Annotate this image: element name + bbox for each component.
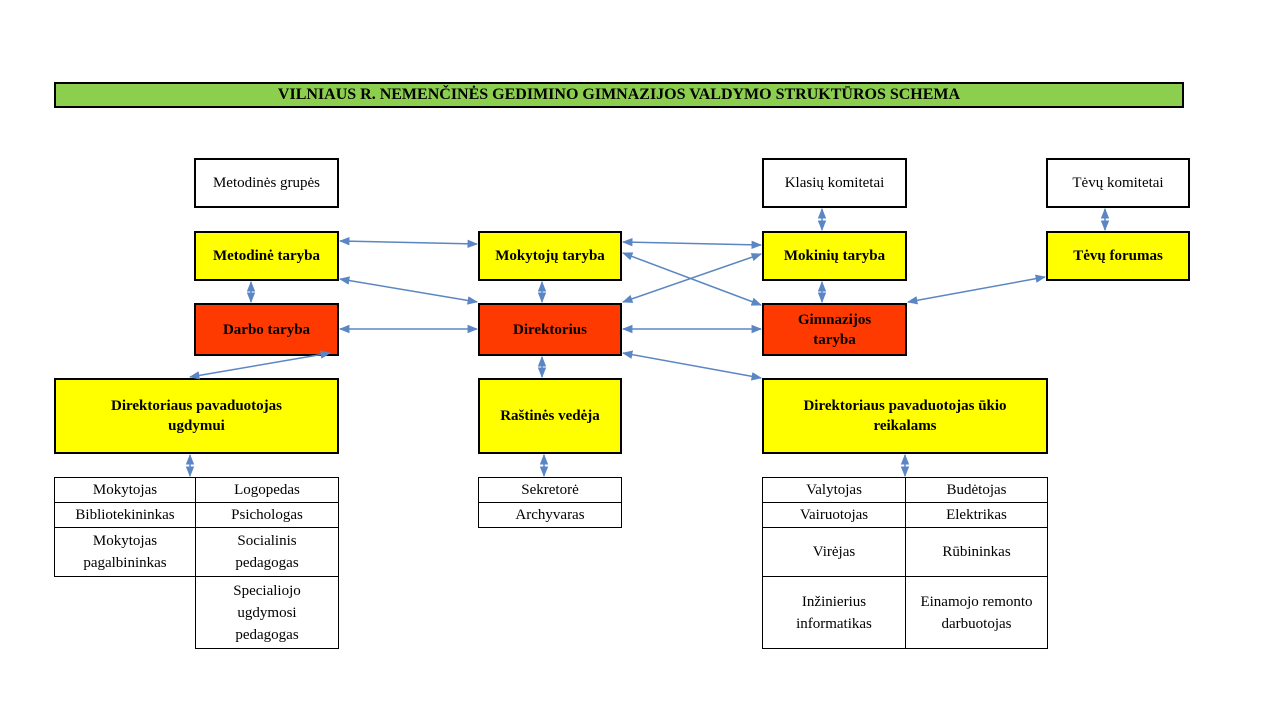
staff-socialinis-pedagogas: Socialinis pedagogas [195, 527, 339, 577]
staff-bibliotekininkas: Bibliotekininkas [54, 502, 196, 528]
node-klasiu-komitetai: Klasių komitetai [762, 158, 907, 208]
arrow-mokytoju-mokiniu [621, 238, 763, 249]
staff-archyvaras: Archyvaras [478, 502, 622, 528]
arrow-mokiniu-direktorius [622, 253, 762, 303]
arrow-darbo-pav-ugdymui [188, 350, 332, 380]
staff-mokytojas: Mokytojas [54, 477, 196, 503]
node-darbo-taryba: Darbo taryba [194, 303, 339, 356]
node-direktorius: Direktorius [478, 303, 622, 356]
staff-mokytojas-pagalbininkas: Mokytojas pagalbininkas [54, 527, 196, 577]
node-metodine-taryba: Metodinė taryba [194, 231, 339, 281]
staff-sekretore: Sekretorė [478, 477, 622, 503]
node-mokytoju-taryba: Mokytojų taryba [478, 231, 622, 281]
staff-rubininkas: Rūbininkas [905, 527, 1048, 577]
staff-inzinierius: Inžinierius informatikas [762, 576, 906, 649]
arrow-metodine-mokytoju [338, 237, 479, 248]
node-tevu-komitetai: Tėvų komitetai [1046, 158, 1190, 208]
arrow-direktorius-pav-ukio [621, 350, 763, 381]
staff-elektrikas: Elektrikas [905, 502, 1048, 528]
arrow-metodine-direktorius [338, 276, 479, 305]
staff-remonto-darbuotojas: Einamojo remonto darbuotojas [905, 576, 1048, 649]
staff-valytojas: Valytojas [762, 477, 906, 503]
node-pav-ukio: Direktoriaus pavaduotojas ūkio reikalams [762, 378, 1048, 454]
node-mokiniu-taryba: Mokinių taryba [762, 231, 907, 281]
node-tevu-forumas: Tėvų forumas [1046, 231, 1190, 281]
node-metodines-grupes: Metodinės grupės [194, 158, 339, 208]
page-title: VILNIAUS R. NEMENČINĖS GEDIMINO GIMNAZIJ… [54, 82, 1184, 108]
node-rastines-vedeja: Raštinės vedėja [478, 378, 622, 454]
node-gimnazijos-taryba: Gimnazijos taryba [762, 303, 907, 356]
staff-budetojas: Budėtojas [905, 477, 1048, 503]
node-pav-ugdymui: Direktoriaus pavaduotojas ugdymui [54, 378, 339, 454]
staff-logopedas: Logopedas [195, 477, 339, 503]
arrow-tevuforum-gimnazijos [906, 274, 1047, 305]
staff-specialiojo-pedagogas: Specialiojo ugdymosi pedagogas [195, 576, 339, 649]
